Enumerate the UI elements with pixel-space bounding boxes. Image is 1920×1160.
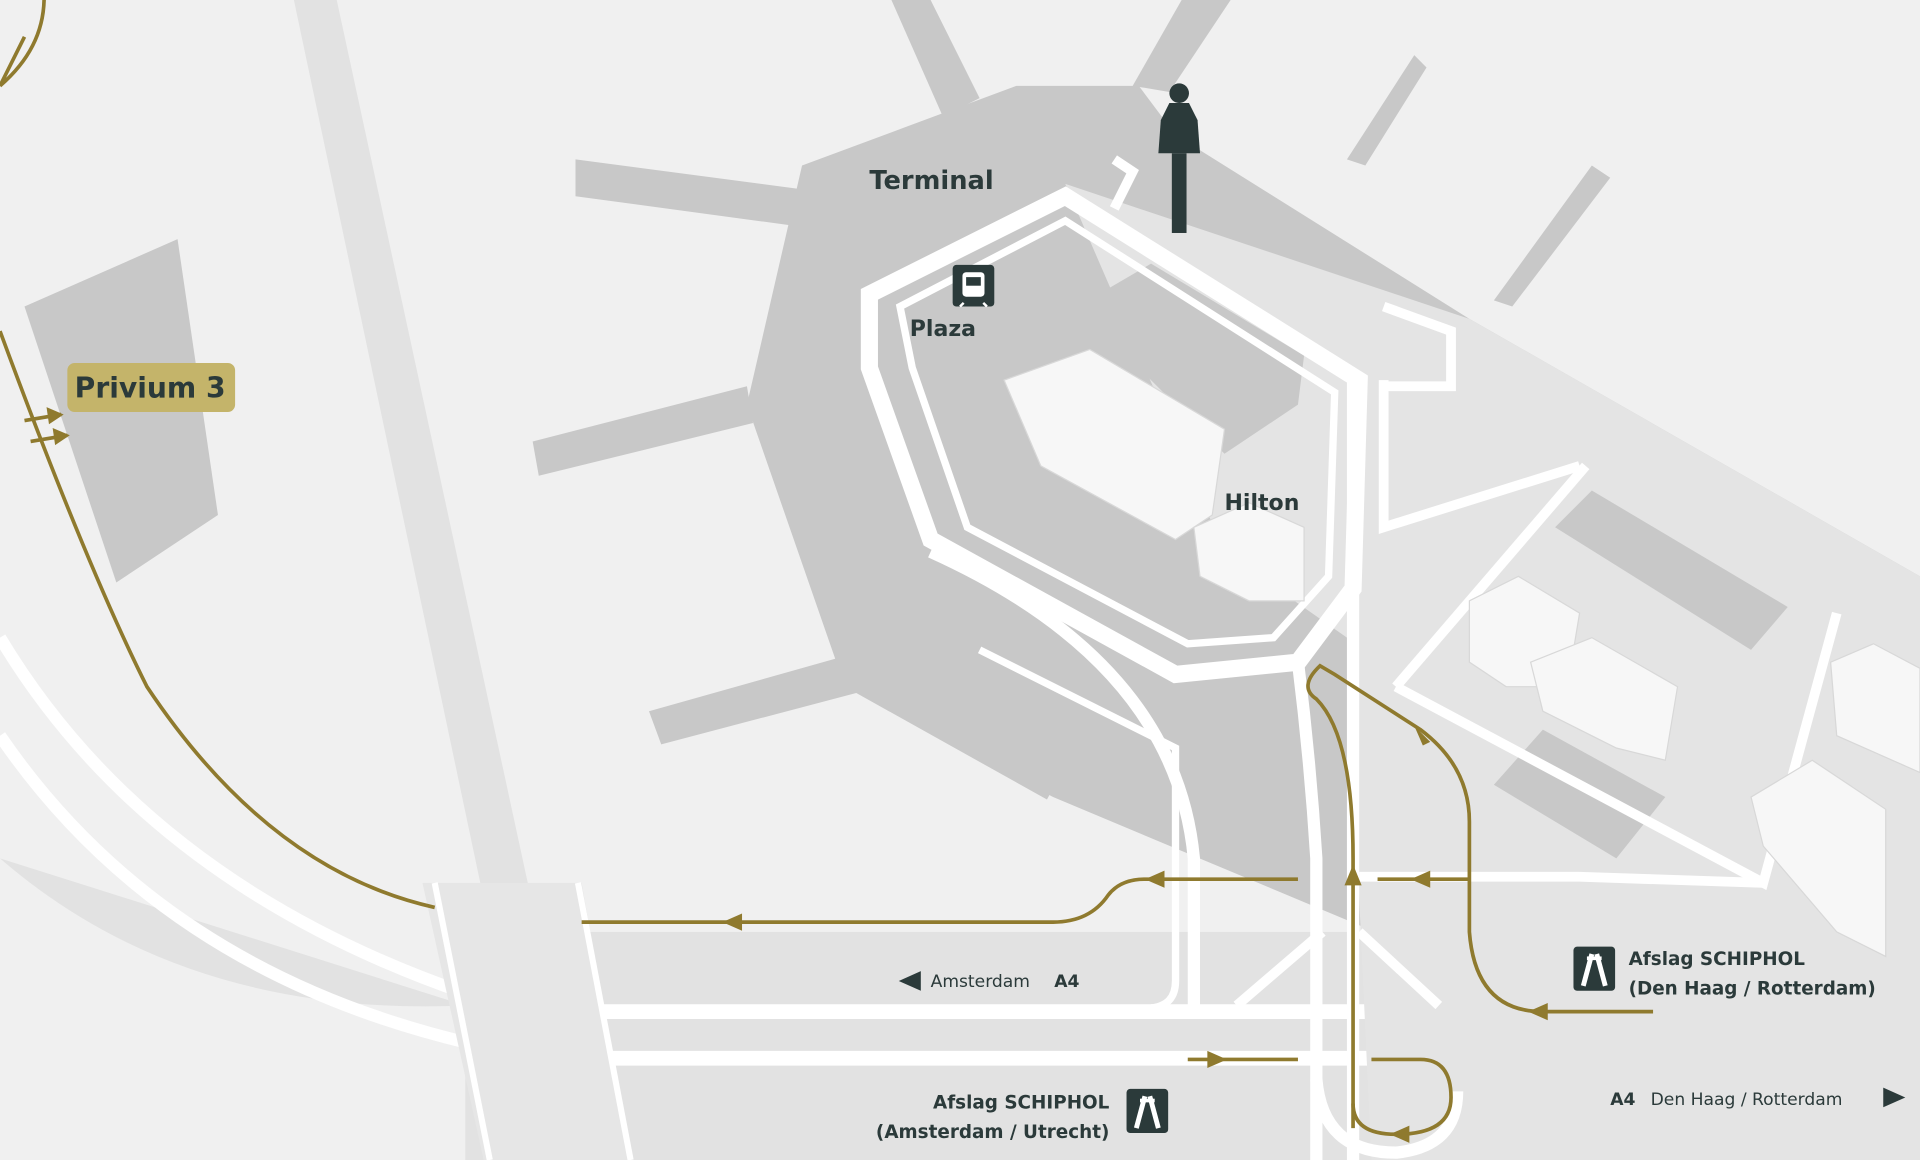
label-privium[interactable]: Privium 3 [67,362,236,413]
exit-right-line2: (Den Haag / Rotterdam) [1629,978,1876,999]
sign-amsterdam-road: A4 [1054,972,1079,992]
sign-denhaag: Den Haag / Rotterdam [1651,1090,1843,1110]
arrow-left-icon [898,971,921,991]
label-plaza: Plaza [910,317,976,342]
exit-left-line2: (Amsterdam / Utrecht) [876,1122,1109,1143]
label-privium-text: Privium 3 [75,371,226,404]
highway-icon [1126,1088,1169,1134]
buildings-white [1003,348,1920,958]
label-terminal: Terminal [869,166,993,196]
sign-denhaag-road: A4 [1610,1090,1635,1110]
road-diagonal [293,0,588,1160]
sign-amsterdam: Amsterdam [931,972,1030,992]
train-station-icon [952,264,995,308]
highway-icon [1573,946,1616,991]
label-hilton: Hilton [1224,491,1299,516]
route-lines [0,0,1654,1143]
terminal-roads [860,155,1842,1160]
exit-left-line1: Afslag SCHIPHOL [933,1092,1110,1113]
control-tower-icon [1158,83,1200,233]
exit-right-line1: Afslag SCHIPHOL [1629,949,1806,970]
arrow-right-icon [1883,1087,1906,1108]
